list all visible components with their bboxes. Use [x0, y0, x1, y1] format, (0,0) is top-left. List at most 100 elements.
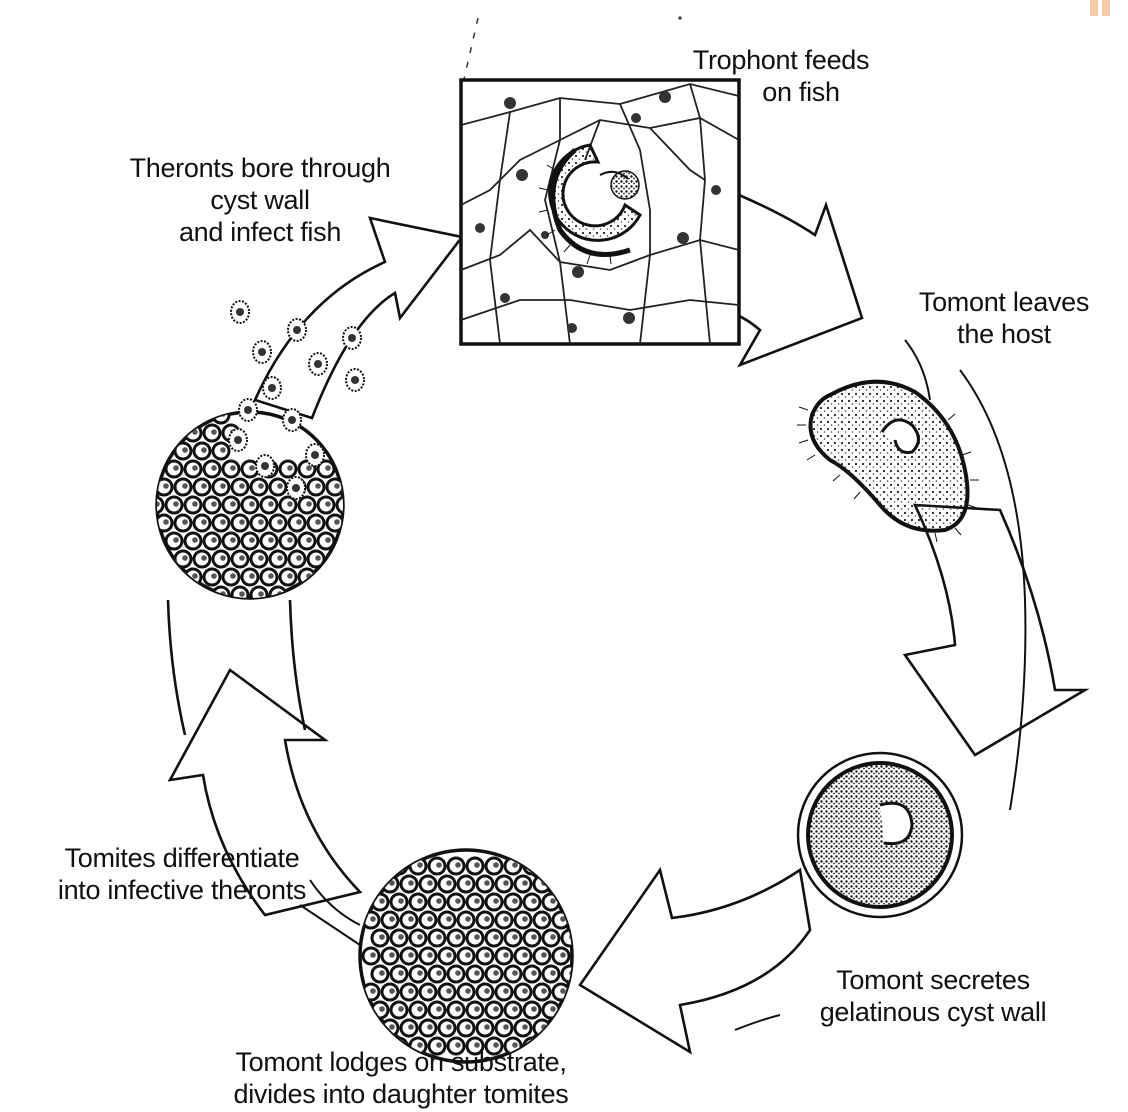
tomite-cell-nucleus — [550, 970, 556, 976]
cyst-cell-nucleus — [192, 573, 198, 579]
cyst-cell-nucleus — [296, 555, 302, 561]
cyst-cell-nucleus — [325, 501, 331, 507]
cyst-cell-nucleus — [154, 465, 160, 471]
tomite-cell-nucleus — [531, 862, 537, 868]
label-theronts-bore: Theronts bore through cyst wall and infe… — [86, 152, 434, 248]
cyst-cell-nucleus — [230, 573, 236, 579]
tomite-cell-nucleus — [522, 952, 528, 958]
tomite-cell — [562, 894, 578, 910]
tomite-cell-nucleus — [503, 952, 509, 958]
cyst-cell — [346, 587, 362, 603]
tomite-cell-nucleus — [569, 898, 575, 904]
tomite-cell-nucleus — [484, 952, 490, 958]
cyst-cell-nucleus — [173, 465, 179, 471]
tomite-cell — [543, 858, 559, 874]
cyst-cell-nucleus — [344, 501, 350, 507]
tomite-cell-nucleus — [560, 880, 566, 886]
cyst-cell-nucleus — [287, 573, 293, 579]
cyst-cell-nucleus — [182, 411, 188, 417]
cyst-cell-nucleus — [268, 537, 274, 543]
cyst-cell-nucleus — [268, 573, 274, 579]
cyst-cell-nucleus — [201, 519, 207, 525]
tomite-cell-nucleus — [379, 934, 385, 940]
cyst-cell-nucleus — [306, 465, 312, 471]
tomite-cell-nucleus — [436, 934, 442, 940]
cyst-cell-nucleus — [258, 591, 264, 597]
tomite-cell-nucleus — [503, 880, 509, 886]
tomite-cell-nucleus — [550, 862, 556, 868]
cyst-cell — [318, 569, 334, 585]
stray-dot — [678, 16, 681, 19]
free-theront — [343, 327, 361, 349]
cyst-cell — [156, 587, 172, 603]
cyst-cell-nucleus — [230, 465, 236, 471]
tomite-cell-nucleus — [389, 916, 395, 922]
cyst-cell-nucleus — [220, 447, 226, 453]
cyst-cell-nucleus — [325, 537, 331, 543]
cyst-cell-nucleus — [296, 519, 302, 525]
cyst-cell-nucleus — [306, 537, 312, 543]
free-theront — [229, 429, 247, 451]
tomite-cell-nucleus — [503, 988, 509, 994]
cyst-cell — [166, 569, 182, 585]
cyst-cell-nucleus — [154, 429, 160, 435]
tomite-cell-nucleus — [550, 898, 556, 904]
tomite-cell-nucleus — [560, 988, 566, 994]
tomite-cell-nucleus — [370, 952, 376, 958]
cyst-cell-nucleus — [334, 483, 340, 489]
cyst-cell-nucleus — [182, 483, 188, 489]
tomite-cell-nucleus — [389, 952, 395, 958]
label-tomont-secretes: Tomont secretes gelatinous cyst wall — [768, 964, 1098, 1028]
cyst-cell — [175, 587, 191, 603]
tomite-cell-nucleus — [370, 1024, 376, 1030]
dashed-guide-line — [462, 18, 478, 88]
cyst-cell — [166, 425, 182, 441]
tomite-cell-nucleus — [484, 916, 490, 922]
tomite-cell-nucleus — [465, 952, 471, 958]
tomite-cell-nucleus — [493, 898, 499, 904]
cyst-cell-nucleus — [192, 501, 198, 507]
cyst-cell-nucleus — [306, 501, 312, 507]
cyst-cell-nucleus — [173, 573, 179, 579]
cyst-cell-nucleus — [163, 555, 169, 561]
cyst-cell-nucleus — [334, 555, 340, 561]
tomite-cell-nucleus — [484, 1024, 490, 1030]
tomite-cell-nucleus — [465, 916, 471, 922]
tomite-cell — [553, 876, 569, 892]
tomite-cell-nucleus — [446, 916, 452, 922]
tomite-cell-nucleus — [541, 988, 547, 994]
cyst-cell-nucleus — [182, 519, 188, 525]
tomite-cell-nucleus — [455, 1006, 461, 1012]
tomite-cell-nucleus — [493, 862, 499, 868]
tomite-cell-nucleus — [436, 970, 442, 976]
tomite-cell-nucleus — [474, 862, 480, 868]
tomite-cell-nucleus — [455, 970, 461, 976]
tomite-cell-nucleus — [455, 934, 461, 940]
tomite-cell-nucleus — [541, 952, 547, 958]
tomite-cell-nucleus — [417, 898, 423, 904]
cyst-cell-nucleus — [192, 537, 198, 543]
cyst-cell-nucleus — [315, 555, 321, 561]
tomite-cell-nucleus — [541, 916, 547, 922]
cyst-cell-nucleus — [249, 501, 255, 507]
tomite-cell-nucleus — [569, 1006, 575, 1012]
tomite-cell-nucleus — [522, 880, 528, 886]
cyst-cell-nucleus — [182, 591, 188, 597]
cyst-cell — [346, 479, 362, 495]
cyst-cell — [337, 497, 353, 513]
cyst-cell-nucleus — [287, 501, 293, 507]
cyst-cell-nucleus — [163, 519, 169, 525]
cyst-cell-nucleus — [211, 429, 217, 435]
cyst-cell-nucleus — [315, 483, 321, 489]
cyst-cell-nucleus — [163, 411, 169, 417]
cyst-cell-nucleus — [268, 501, 274, 507]
tomite-cell-nucleus — [550, 934, 556, 940]
cyst-cell-nucleus — [192, 465, 198, 471]
cyst-cell-nucleus — [344, 537, 350, 543]
tomite-cell-nucleus — [569, 862, 575, 868]
tomite-cell-nucleus — [417, 970, 423, 976]
tomite-cell — [363, 876, 379, 892]
cyst-cell — [346, 551, 362, 567]
tomite-cell-nucleus — [522, 1024, 528, 1030]
label-tomites-differentiate: Tomites differentiate into infective the… — [6, 842, 358, 906]
